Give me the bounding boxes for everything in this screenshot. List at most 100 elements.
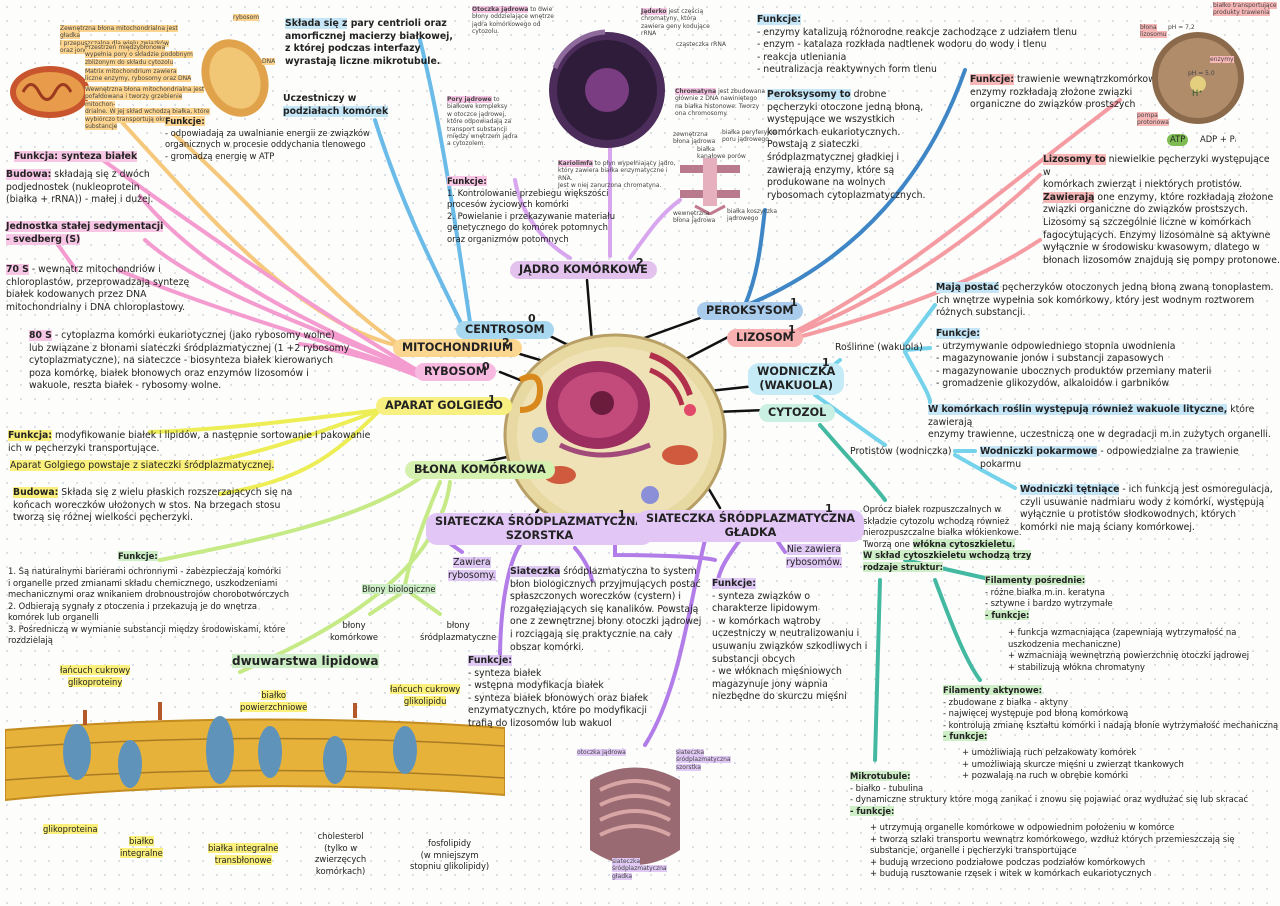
lyso-ph-inside: pH = 5,0 [1188, 70, 1215, 77]
actin-filaments-functions: + umożliwiają ruch pełzakowaty komórek +… [962, 747, 1184, 780]
membrane-functions: 1. Są naturalnymi barierami ochronnymi -… [8, 566, 290, 645]
lyso-label-adp: ADP + Pᵢ [1200, 134, 1237, 144]
mito-label-ribosome: rybosom [233, 14, 260, 21]
mito-label-intermembrane: Przestrzeń międzybłonowa wypełnia pory o… [85, 44, 193, 66]
lysosome-functions: Funkcje: trawienie wewnątrzkomórkowe, en… [970, 74, 1165, 111]
rer-functions: Funkcje: - synteza białek - wstępna mody… [468, 655, 649, 729]
nucleus-illustration [549, 29, 665, 148]
lyso-label-enzymes: enzymy [1210, 56, 1234, 63]
label-glycolipid-chain: łańcuch cukrowy glikolipidu [390, 684, 461, 706]
pill-wodniczka: WODNICZKA (WAKUOLA) [748, 363, 845, 395]
vacuole-protist: Protistów (wodniczka) [850, 446, 952, 457]
pill-jadro: JĄDRO KOMÓRKOWE [510, 261, 657, 279]
golgi-structure: Budowa: Składa się z wielu płaskich rozs… [13, 487, 293, 524]
pore-label-4: wewnętrzna błona jądrowa [673, 210, 716, 225]
pore-label-1: zewnętrzna błona jądrowa [673, 131, 716, 146]
ribosome-80s: 80 S - cytoplazma komórki eukariotycznej… [29, 330, 350, 392]
peroxisome-desc: Peroksysomy to drobne pęcherzyki otoczon… [767, 89, 926, 201]
nucleus-label-chromatin: Chromatyna jest zbudowana głównie z DNA … [675, 88, 766, 118]
count-mitochondrium: 2 [502, 336, 510, 349]
label-glycoprotein-chain: łańcuch cukrowy glikoproteiny [60, 665, 131, 687]
label-rough-er: siateczka śródplazmatyczna szorstka [676, 749, 731, 771]
vacuole-lytic: W komórkach roślin występują również wak… [928, 404, 1271, 441]
nucleus-label-karyolymph: Kariolimfa to płyn wypełniający jądro, k… [558, 160, 676, 190]
membrane-er: błony śródplazmatyczne [420, 620, 497, 642]
count-peroksysom: 1 [790, 296, 798, 309]
label-cholesterol: cholesterol (tylko w zwierzęcych komórka… [315, 831, 367, 876]
pill-peroksysom: PEROKSYSOM [697, 302, 803, 320]
intermediate-filaments-functions: + funkcja wzmacniająca (zapewniają wytrz… [1008, 627, 1250, 672]
label-nuclear-envelope: otoczka jądrowa [577, 749, 626, 756]
lysosome-desc: Lizosomy to niewielkie pęcherzyki występ… [1043, 154, 1280, 266]
label-phospholipids: fosfolipidy (w mniejszym stopniu glikoli… [410, 838, 490, 871]
centrosom-desc: Składa się z pary centrioli oraz amorfic… [285, 18, 453, 67]
vacuole-structure: Mają postać pęcherzyków otoczonych jedną… [936, 282, 1274, 319]
lipid-bilayer-title: dwuwarstwa lipidowa [232, 654, 379, 668]
count-rybosom: 0 [482, 360, 490, 373]
actin-filaments: Filamenty aktynowe: - zbudowane z białka… [943, 685, 1279, 741]
label-smooth-er: siateczka śródplazmatyczna gładka [612, 858, 667, 880]
pore-label-3: białka kanałowe porów [697, 146, 746, 161]
nucleus-label-envelope: Otoczka jądrowa to dwie błony oddzielają… [472, 6, 554, 36]
pill-lizosom: LIZOSOM [727, 329, 803, 347]
mitochondrion-illustration [10, 39, 269, 118]
pill-ser-gladka: SIATECZKA ŚRÓDPLAZMATYCZNA GŁADKA [637, 510, 864, 542]
er-illustration [590, 767, 680, 865]
mito-functions: Funkcje: - odpowiadają za uwalnianie ene… [165, 116, 370, 161]
lyso-label-transporter: białko transportujące produkty trawienia [1213, 2, 1277, 17]
nucleus-label-nucleolus: Jąderko jest częścią chromatyny, która z… [641, 8, 710, 38]
label-integral: białko integralne [120, 836, 163, 858]
ribosome-70s: 70 S - wewnątrz mitochondriów i chloropl… [6, 264, 190, 313]
ribosome-svedberg: Jednostka stałej sedymentacji - svedberg… [6, 221, 164, 245]
golgi-origin: Aparat Golgiego powstaje z siateczki śró… [10, 460, 275, 471]
nucleus-label-rrna: cząsteczka rRNA [676, 41, 726, 48]
intermediate-filaments: Filamenty pośrednie: - różne białka m.in… [985, 575, 1113, 620]
vacuole-food: Wodniczki pokarmowe - odpowiedzialne za … [980, 446, 1239, 470]
vacuole-functions: Funkcje: - utrzymywanie odpowiedniego st… [936, 328, 1212, 390]
label-surface-protein: białko powierzchniowe [240, 690, 308, 712]
membrane-bio-types: Błony biologiczne [362, 584, 436, 594]
pore-label-5: białka koszyczka jądrowego [727, 208, 778, 223]
count-jadro: 2 [636, 256, 644, 269]
golgi-function: Funkcja: modyfikowanie białek i lipidów,… [8, 430, 371, 454]
count-ser-szorstka: 1 [618, 508, 626, 521]
rer-ribosomes: Zawiera rybosomy. [448, 557, 496, 581]
ribosome-structure: Budowa: składają się z dwóch podjednoste… [6, 169, 154, 206]
lyso-label-h: H⁺ [1192, 88, 1203, 98]
ser-no-ribosomes: Nie zawiera rybosomów. [786, 544, 842, 568]
nuclear-pore-illustration [680, 158, 740, 215]
membrane-illustration [5, 702, 505, 802]
microtubules-functions: + utrzymują organelle komórkowe w odpowi… [870, 822, 1235, 878]
pill-mitochondrium: MITOCHONDRIUM [393, 339, 523, 357]
vacuole-contractile: Wodniczki tętniące - ich funkcją jest os… [1020, 484, 1273, 533]
count-lizosom: 1 [788, 323, 796, 336]
membrane-cell: błony komórkowe [330, 620, 379, 642]
pore-label-2: białka peryferyjne poru jądrowego [722, 129, 777, 144]
pill-blona: BŁONA KOMÓRKOWA [405, 461, 555, 479]
count-wodniczka: 1 [822, 356, 830, 369]
cell-illustration [503, 333, 727, 537]
peroxisome-functions: Funkcje: - enzymy katalizują różnorodne … [757, 14, 1078, 76]
rer-desc: Siateczka śródplazmatyczna to system bło… [510, 566, 702, 653]
count-centrosom: 0 [528, 312, 536, 325]
lyso-ph-outside: pH = 7,2 [1168, 24, 1195, 31]
vacuole-plant: Roślinne (wakuola) [835, 342, 923, 353]
label-transmembrane: białka integralne transbłonowe [208, 843, 279, 865]
label-glycoprotein: glikoproteina [43, 824, 98, 834]
pill-rybosom: RYBOSOM [415, 363, 496, 381]
nucleus-label-pores: Pory jądrowe to białkowe kompleksy w oto… [447, 96, 518, 148]
lyso-label-pump: pompa protonowa [1137, 112, 1169, 127]
cytosol-intro: Oprócz białek rozpuszczalnych w składzie… [863, 504, 1032, 572]
count-aparat: 1 [488, 393, 496, 406]
membrane-functions-head: Funkcje: [118, 551, 158, 561]
pill-aparat-golgiego: APARAT GOLGIEGO [376, 397, 512, 415]
microtubules: Mikrotubule: - białko - tubulina - dynam… [850, 771, 1249, 816]
ser-functions: Funkcje: - synteza związków o charakterz… [712, 578, 868, 703]
nucleus-functions: Funkcje: 1. Kontrolowanie przebiegu więk… [447, 176, 615, 244]
pill-cytozol: CYTOZOL [759, 404, 836, 422]
pill-centrosom: CENTROSOM [456, 321, 554, 339]
lyso-label-atp: ATP [1167, 134, 1189, 146]
pill-ser-szorstka: SIATECZKA ŚRÓDPLAZMATYCZNA SZORSTKA [426, 513, 653, 545]
mito-label-matrix: Matrix mitochondrium zawiera liczne enzy… [85, 68, 192, 83]
